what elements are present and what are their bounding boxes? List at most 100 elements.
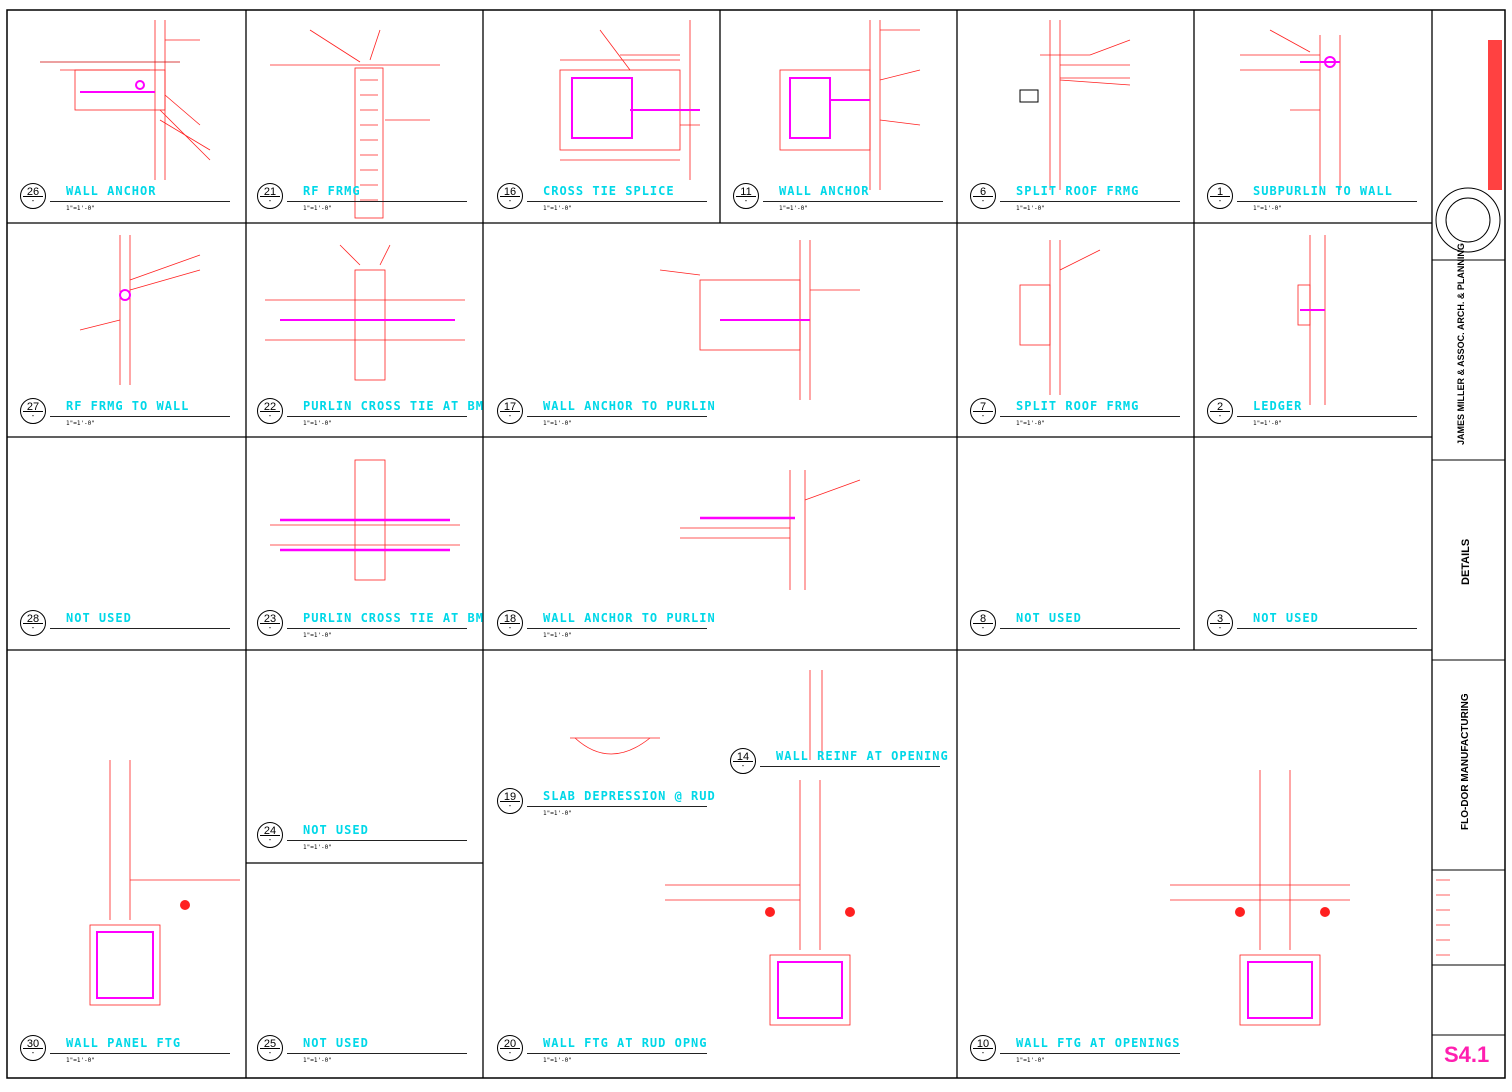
detail-sheet-ref: - [741,761,745,770]
title-underline [287,201,467,202]
detail-bubble: 19- [497,788,523,814]
detail-scale: 1"=1'-0" [303,632,332,639]
title-underline [50,628,230,629]
bubble-divider [260,411,280,412]
detail-title: RF FRMG TO WALL [66,399,190,413]
detail-scale: 1"=1'-0" [303,844,332,851]
detail-bubble: 23- [257,610,283,636]
title-underline [527,1053,707,1054]
title-underline [1237,628,1417,629]
detail-bubble: 16- [497,183,523,209]
detail-title: WALL ANCHOR TO PURLIN [543,399,716,413]
title-underline [527,201,707,202]
title-underline [1000,628,1180,629]
detail-number: 30 [26,1038,40,1050]
detail-number: 14 [736,751,750,763]
bubble-divider [500,196,520,197]
title-underline [287,416,467,417]
detail-sheet-ref: - [31,623,35,632]
detail-sheet-ref: - [981,196,985,205]
detail-title: RF FRMG [303,184,361,198]
detail-title: WALL REINF AT OPENING [776,749,949,763]
detail-number: 23 [263,613,277,625]
detail-scale: 1"=1'-0" [303,1057,332,1064]
detail-scale: 1"=1'-0" [303,420,332,427]
bubble-divider [733,761,753,762]
detail-number: 18 [503,613,517,625]
detail-sheet-ref: - [1218,196,1222,205]
detail-sheet-ref: - [508,623,512,632]
detail-sheet-ref: - [31,411,35,420]
detail-scale: 1"=1'-0" [1253,205,1282,212]
bubble-divider [973,623,993,624]
detail-number: 27 [26,401,40,413]
title-underline [527,806,707,807]
detail-scale: 1"=1'-0" [543,1057,572,1064]
detail-title: WALL ANCHOR [66,184,157,198]
detail-scale: 1"=1'-0" [66,1057,95,1064]
title-underline [1237,201,1417,202]
bubble-divider [500,411,520,412]
detail-number: 17 [503,401,517,413]
detail-number: 20 [503,1038,517,1050]
title-underline [287,840,467,841]
detail-sheet-ref: - [508,411,512,420]
bubble-divider [500,801,520,802]
detail-number: 1 [1216,186,1224,198]
detail-scale: 1"=1'-0" [303,205,332,212]
title-underline [1000,201,1180,202]
detail-sheet-ref: - [981,623,985,632]
bubble-divider [973,411,993,412]
detail-bubble: 14- [730,748,756,774]
bubble-divider [260,623,280,624]
detail-bubble: 11- [733,183,759,209]
detail-bubble: 22- [257,398,283,424]
bubble-divider [500,623,520,624]
sheet-title: DETAILS [1460,538,1472,585]
detail-sheet-ref: - [508,801,512,810]
detail-bubble: 24- [257,822,283,848]
detail-bubble: 26- [20,183,46,209]
detail-title: PURLIN CROSS TIE AT BM [303,399,484,413]
detail-title: NOT USED [66,611,132,625]
title-underline [1237,416,1417,417]
detail-scale: 1"=1'-0" [543,810,572,817]
title-underline [527,416,707,417]
detail-number: 24 [263,825,277,837]
bubble-divider [973,196,993,197]
bubble-divider [260,835,280,836]
bubble-divider [1210,196,1230,197]
detail-scale: 1"=1'-0" [1016,205,1045,212]
detail-title: WALL FTG AT RUD OPNG [543,1036,708,1050]
detail-bubble: 10- [970,1035,996,1061]
bubble-divider [1210,623,1230,624]
detail-sheet-ref: - [508,1048,512,1057]
detail-sheet-ref: - [744,196,748,205]
title-underline [763,201,943,202]
detail-title: SUBPURLIN TO WALL [1253,184,1393,198]
sheet-number: S4.1 [1444,1042,1490,1067]
bubble-divider [260,196,280,197]
detail-number: 21 [263,186,277,198]
detail-number: 22 [263,401,277,413]
detail-title: NOT USED [303,1036,369,1050]
detail-bubble: 6- [970,183,996,209]
detail-number: 10 [976,1038,990,1050]
detail-title: SLAB DEPRESSION @ RUD [543,789,716,803]
detail-bubble: 25- [257,1035,283,1061]
detail-scale: 1"=1'-0" [543,420,572,427]
detail-sheet-ref: - [981,1048,985,1057]
bubble-divider [736,196,756,197]
detail-sheet-ref: - [268,1048,272,1057]
detail-number: 28 [26,613,40,625]
title-underline [287,628,467,629]
detail-bubble: 8- [970,610,996,636]
detail-number: 19 [503,791,517,803]
detail-bubble: 28- [20,610,46,636]
bubble-divider [23,196,43,197]
detail-scale: 1"=1'-0" [1016,420,1045,427]
title-underline [1000,1053,1180,1054]
detail-title: LEDGER [1253,399,1303,413]
detail-scale: 1"=1'-0" [543,632,572,639]
